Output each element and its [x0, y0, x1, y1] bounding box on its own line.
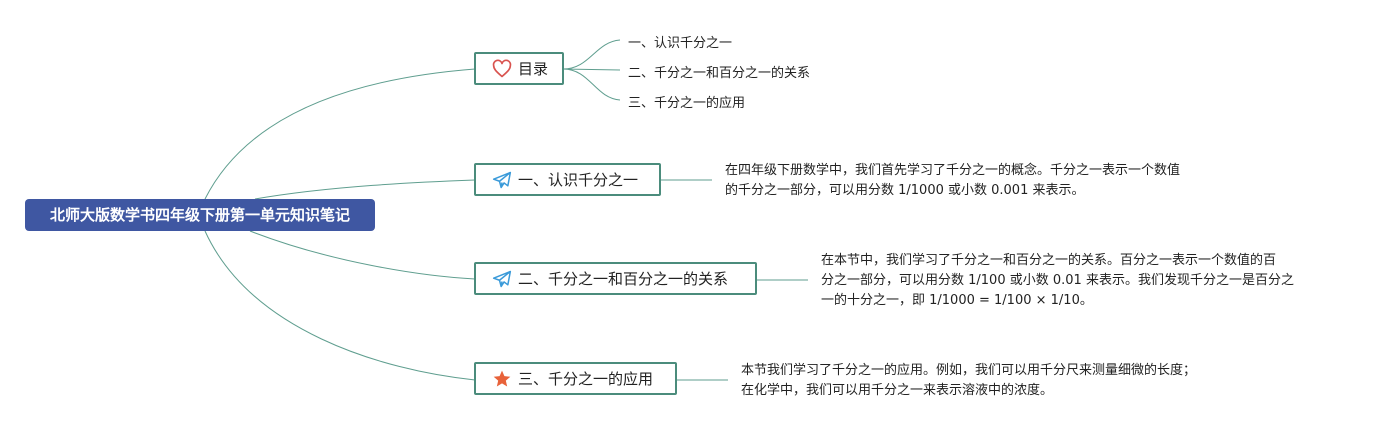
note-section-1[interactable]: 在四年级下册数学中，我们首先学习了千分之一的概念。千分之一表示一个数值 的千分之… [725, 161, 1180, 201]
link-root-b3 [204, 230, 476, 381]
branch-toc[interactable]: 目录 [474, 52, 564, 85]
branch-label: 一、认识千分之一 [518, 171, 639, 189]
paper-plane-icon [492, 269, 512, 289]
link-root-b2 [249, 230, 476, 280]
note-line: 在四年级下册数学中，我们首先学习了千分之一的概念。千分之一表示一个数值 [725, 163, 1181, 178]
note-section-3[interactable]: 本节我们学习了千分之一的应用。例如，我们可以用千分尺来测量细微的长度； 在化学中… [741, 361, 1196, 401]
toc-item[interactable]: 三、千分之一的应用 [628, 96, 746, 111]
link-toc-sub3 [562, 68, 621, 101]
branch-label: 目录 [518, 60, 549, 78]
branch-label: 二、千分之一和百分之一的关系 [518, 270, 729, 288]
link-root-b1 [254, 179, 476, 200]
note-line: 一的十分之一，即 1/1000 = 1/100 × 1/10。 [821, 293, 1093, 308]
note-line: 本节我们学习了千分之一的应用。例如，我们可以用千分尺来测量细微的长度； [741, 363, 1197, 378]
paper-plane-icon [492, 170, 512, 190]
heart-icon [492, 59, 512, 79]
branch-section-2[interactable]: 二、千分之一和百分之一的关系 [474, 262, 757, 295]
note-line: 在化学中，我们可以用千分之一来表示溶液中的浓度。 [741, 383, 1054, 398]
star-icon [492, 369, 512, 389]
note-section-2[interactable]: 在本节中，我们学习了千分之一和百分之一的关系。百分之一表示一个数值的百 分之一部… [821, 251, 1294, 311]
link-root-toc [204, 68, 476, 200]
branch-section-1[interactable]: 一、认识千分之一 [474, 163, 661, 196]
link-toc-sub1 [562, 39, 621, 70]
toc-item[interactable]: 一、认识千分之一 [628, 36, 733, 51]
branch-label: 三、千分之一的应用 [518, 370, 654, 388]
root-topic[interactable]: 北师大版数学书四年级下册第一单元知识笔记 [25, 199, 375, 231]
note-line: 的千分之一部分，可以用分数 1/1000 或小数 0.001 来表示。 [725, 183, 1085, 198]
branch-section-3[interactable]: 三、千分之一的应用 [474, 362, 677, 395]
toc-item[interactable]: 二、千分之一和百分之一的关系 [628, 66, 811, 81]
note-line: 在本节中，我们学习了千分之一和百分之一的关系。百分之一表示一个数值的百 [821, 253, 1277, 268]
note-line: 分之一部分，可以用分数 1/100 或小数 0.01 来表示。我们发现千分之一是… [821, 273, 1294, 288]
link-toc-sub2 [562, 68, 621, 71]
